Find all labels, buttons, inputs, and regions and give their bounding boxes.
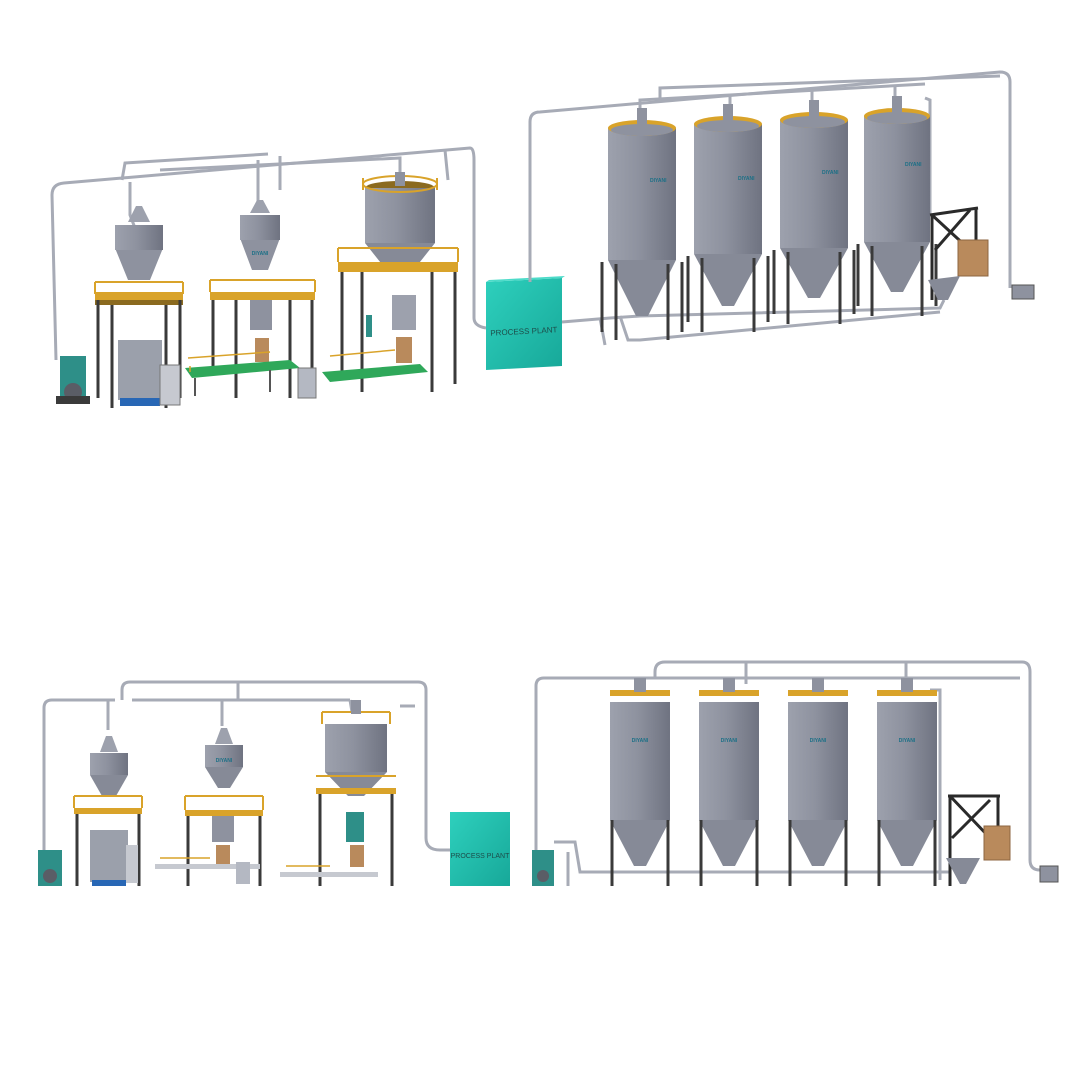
brand-mark: DIYANI — [721, 738, 738, 744]
elevation-big-bag-discharger — [946, 794, 1011, 886]
elevation-receiver-unit — [1039, 865, 1059, 883]
elevation-pipes-right — [534, 660, 1041, 886]
silo-3: DIYANI — [772, 100, 856, 324]
elevation-blower-2 — [532, 850, 554, 886]
brand-mark: DIYANI — [822, 170, 839, 176]
elevation-hopper-station-3 — [280, 700, 396, 886]
blower-unit — [56, 356, 90, 404]
silo-2: DIYANI — [686, 104, 770, 332]
perspective-view: DIYANI — [50, 70, 1035, 408]
elevation-silo-2: DIYANI — [699, 678, 759, 886]
elevation-view: DIYANI — [38, 660, 1059, 886]
brand-mark: DIYANI — [216, 758, 233, 764]
brand-mark: DIYANI — [899, 738, 916, 744]
big-bag-filler-station — [56, 206, 184, 408]
brand-mark: DIYANI — [905, 162, 922, 168]
silo-4: DIYANI — [856, 96, 938, 316]
brand-mark: DIYANI — [632, 738, 649, 744]
brand-mark: DIYANI — [738, 176, 755, 182]
elevation-big-bag-filler — [38, 736, 143, 886]
big-bag-discharger — [928, 206, 989, 300]
elevation-silo-4: DIYANI — [877, 678, 937, 886]
process-plant-label: PROCESS PLANT — [490, 325, 558, 338]
brand-mark: DIYANI — [650, 178, 667, 184]
bagging-station-2: DIYANI — [185, 200, 317, 399]
conveying-pipes-left — [50, 146, 487, 361]
process-plant: PROCESS PLANT — [486, 276, 565, 370]
brand-mark: DIYANI — [252, 251, 269, 257]
elevation-silo-1: DIYANI — [610, 678, 670, 886]
silo-1: DIYANI — [600, 108, 684, 340]
process-plant-label-elevation: PROCESS PLANT — [451, 853, 510, 860]
hopper-bagging-station-3 — [322, 172, 459, 392]
elevation-bagging-station-2: DIYANI — [155, 728, 264, 886]
elevation-process-plant: PROCESS PLANT — [450, 812, 510, 886]
brand-mark: DIYANI — [810, 738, 827, 744]
elevation-silo-3: DIYANI — [788, 678, 848, 886]
receiver-unit — [1011, 284, 1035, 300]
